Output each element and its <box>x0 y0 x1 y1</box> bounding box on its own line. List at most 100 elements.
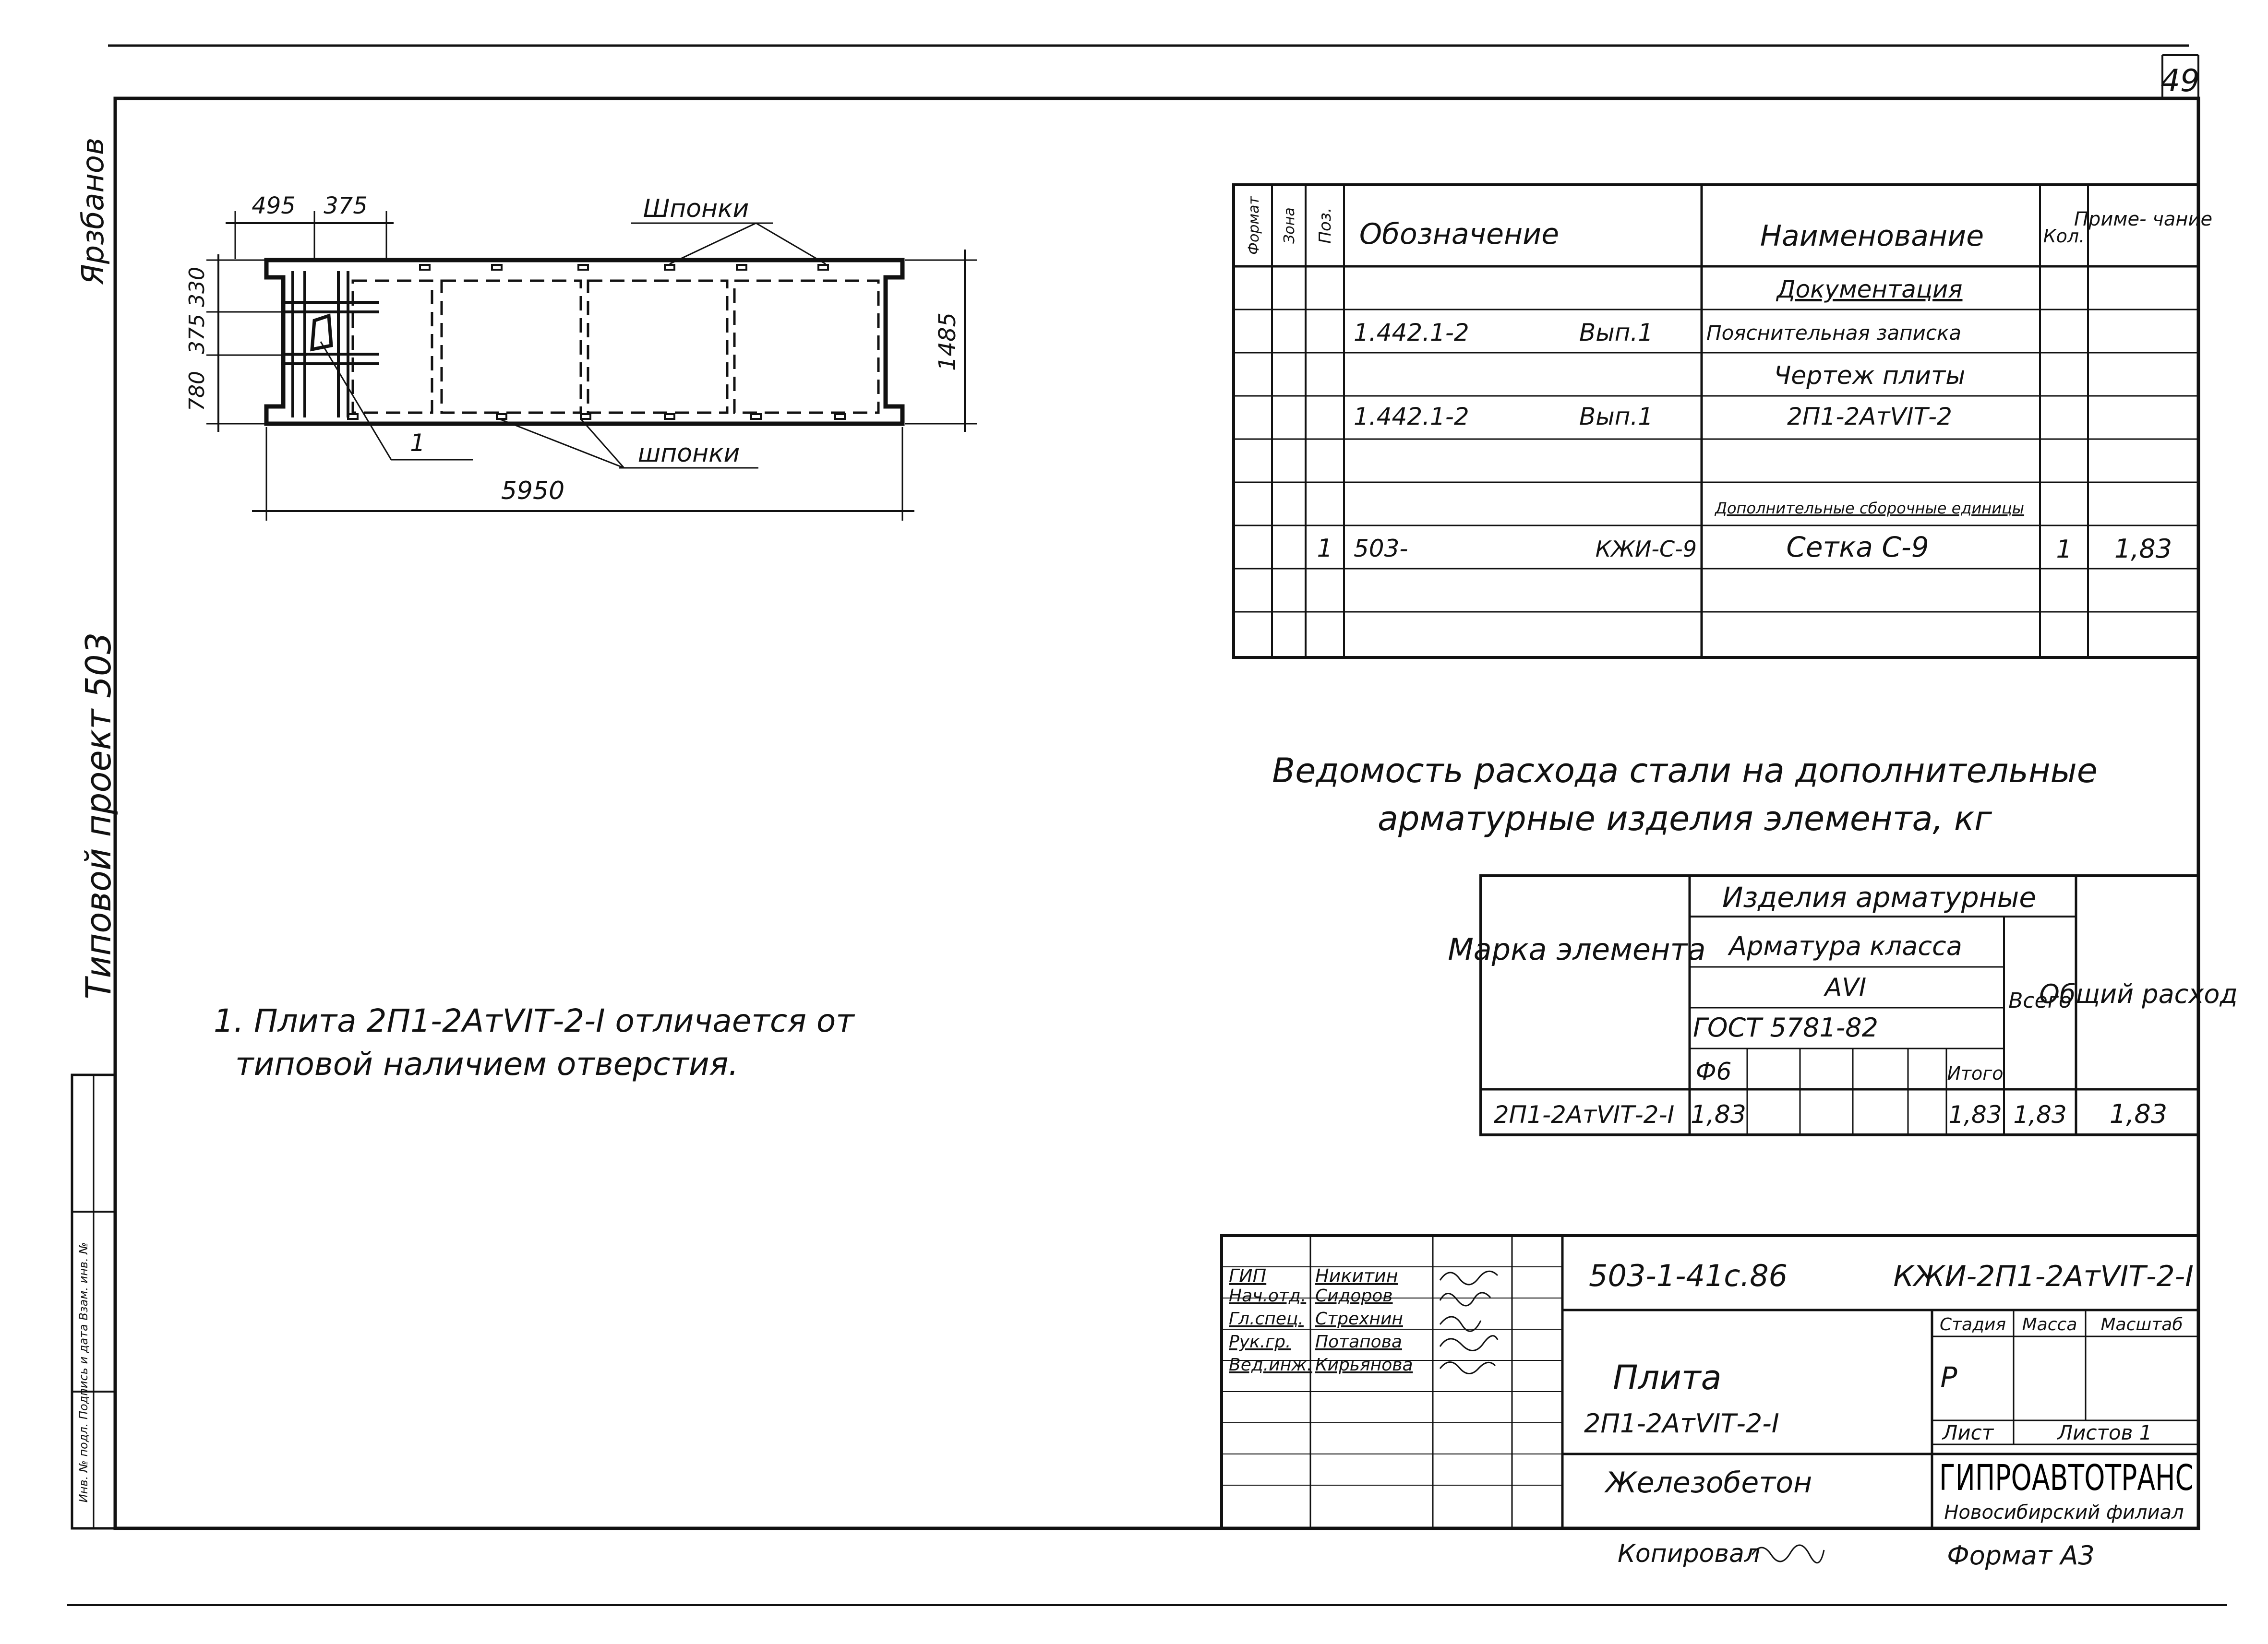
header-format: Формат <box>1246 196 1262 255</box>
col-subtotal: Итого <box>1947 1063 2003 1084</box>
col-mark: Марка элемента <box>1448 932 1705 967</box>
drawing-frame <box>113 96 2200 1530</box>
mass-label: Масса <box>2022 1315 2077 1334</box>
page-number: 49 <box>2160 63 2199 99</box>
dim-top-375: 375 <box>324 192 368 219</box>
title-role-4: Вед.инж. Кирьянова <box>1229 1355 1496 1375</box>
spec-row-2: Чертеж плиты <box>1774 361 1966 390</box>
copied-by: Копировал <box>1618 1539 1760 1568</box>
title-mark: КЖИ-2П1-2АтVIТ-2-I <box>1893 1260 2194 1293</box>
spec-row-3: 1.442.1-2 Вып.1 2П1-2АтVIТ-2 <box>1354 403 1952 430</box>
row-name: Документация <box>1776 275 1963 303</box>
col-armature: Арматура класса <box>1728 931 1962 961</box>
col-items: Изделия арматурные <box>1722 881 2036 914</box>
role-label: ГИП <box>1229 1265 1266 1287</box>
steel-row-mark: 2П1-2АтVIТ-2-I <box>1494 1101 1675 1129</box>
dim-left-375: 375 <box>185 314 209 354</box>
label-shponki-top: Шпонки <box>643 194 749 223</box>
row-designation: 1.442.1-2 <box>1354 319 1469 346</box>
org-branch: Новосибирский филиал <box>1944 1501 2184 1524</box>
dim-right-1485: 1485 <box>934 312 961 371</box>
slab-plan-drawing: 495 375 330 375 780 1485 5950 Шпонки шпо… <box>185 192 977 521</box>
row-designation: 1.442.1-2 <box>1354 403 1469 430</box>
steel-row-total: 1,83 <box>2013 1101 2066 1129</box>
col-d6: Ф6 <box>1696 1058 1732 1085</box>
spec-row-1: 1.442.1-2 Вып.1 Пояснительная записка <box>1354 319 1961 346</box>
spec-row-6: 1 503- КЖИ-С-9 Сетка С-9 1 1,83 <box>1317 531 2172 564</box>
role-name: Потапова <box>1315 1332 1402 1352</box>
steel-row-general: 1,83 <box>2110 1099 2167 1129</box>
left-margin-author: Ярзбанов <box>75 138 110 286</box>
title-role-3: Рук.гр. Потапова <box>1229 1332 1499 1352</box>
title-role-2: Гл.спец. Стрехнин <box>1229 1309 1482 1332</box>
role-label: Нач.отд. <box>1229 1286 1306 1306</box>
row-pos: 1 <box>1317 534 1332 563</box>
role-label: Рук.гр. <box>1229 1332 1291 1352</box>
steel-table: Марка элемента Изделия арматурные Армату… <box>1448 874 2238 1136</box>
spec-row-0: Документация <box>1776 275 1963 303</box>
title-material: Железобетон <box>1604 1466 1812 1500</box>
dim-left-780: 780 <box>185 371 209 411</box>
row-qty: 1 <box>2056 535 2072 564</box>
note-line1: 1. Плита 2П1-2АтVIТ-2-I отличается от <box>214 1002 855 1039</box>
title-name-line2: 2П1-2АтVIТ-2-I <box>1584 1408 1779 1439</box>
format-label: Формат А3 <box>1947 1540 2095 1571</box>
scale-label: Масштаб <box>2100 1315 2183 1334</box>
header-note: Приме- чание <box>2074 208 2212 230</box>
title-block: ГИП Никитин Нач.отд. Сидоров Гл.спец. Ст… <box>1220 1234 2200 1530</box>
copied-by-signature <box>1751 1544 1825 1564</box>
row-designation-b: КЖИ-С-9 <box>1596 536 1697 562</box>
row-name: Сетка С-9 <box>1786 531 1929 563</box>
signature <box>1439 1335 1499 1351</box>
signature <box>1439 1316 1482 1332</box>
row-designation-b: Вып.1 <box>1579 319 1653 346</box>
steel-row-d6: 1,83 <box>1691 1100 1746 1129</box>
label-pos-1: 1 <box>410 429 425 457</box>
header-designation: Обозначение <box>1359 217 1559 251</box>
sheet-label: Лист <box>1942 1421 1994 1444</box>
steel-title-line1: Ведомость расхода стали на дополнительны… <box>1272 751 2098 790</box>
col-general: Общий расход <box>2039 979 2237 1009</box>
left-stamp-text: Инв. № подл. Подпись и дата Взам. инв. № <box>77 1242 90 1503</box>
title-role-0: ГИП Никитин <box>1229 1265 1499 1287</box>
row-note: 1,83 <box>2114 534 2172 564</box>
col-total: Всего <box>2008 989 2071 1013</box>
steel-row: 2П1-2АтVIТ-2-I 1,83 1,83 1,83 1,83 <box>1494 1099 2167 1129</box>
dim-left-330: 330 <box>185 267 209 307</box>
org-name: ГИПРОАВТОТРАНС <box>1939 1457 2194 1499</box>
steel-row-subtotal: 1,83 <box>1948 1101 2002 1129</box>
signature <box>1439 1292 1491 1307</box>
role-name: Сидоров <box>1315 1286 1393 1306</box>
role-name: Стрехнин <box>1315 1309 1403 1329</box>
sheets-label: Листов 1 <box>2057 1421 2152 1444</box>
title-code: 503-1-41с.86 <box>1589 1258 1788 1293</box>
header-qty: Кол. <box>2043 226 2085 247</box>
row-name: Чертеж плиты <box>1774 361 1966 390</box>
header-pos: Поз. <box>1316 207 1335 243</box>
signature <box>1439 1361 1496 1374</box>
role-label: Гл.спец. <box>1229 1309 1304 1329</box>
note-line2: типовой наличием отверстия. <box>235 1046 739 1083</box>
col-class: АVI <box>1824 973 1866 1002</box>
row-designation: 503- <box>1354 535 1408 562</box>
spec-row-5: Дополнительные сборочные единицы <box>1714 499 2024 517</box>
col-gost: ГОСТ 5781-82 <box>1693 1013 1878 1043</box>
dim-bottom-5950: 5950 <box>501 477 564 505</box>
specification-table: Формат Зона Поз. Обозначение Наименовани… <box>1232 183 2212 659</box>
signature <box>1439 1270 1499 1286</box>
left-stamp: Инв. № подл. Подпись и дата Взам. инв. № <box>71 1073 117 1530</box>
row-name: Пояснительная записка <box>1706 321 1961 345</box>
stage-value: Р <box>1941 1361 1957 1394</box>
stage-label: Стадия <box>1940 1315 2006 1334</box>
steel-title-line2: арматурные изделия элемента, кг <box>1378 799 1992 838</box>
header-zone: Зона <box>1281 207 1298 244</box>
row-name: 2П1-2АтVIТ-2 <box>1787 403 1952 430</box>
role-label: Вед.инж. <box>1229 1355 1312 1375</box>
left-margin-project-title: Типовой проект 503 <box>78 632 119 1000</box>
row-designation-b: Вып.1 <box>1579 403 1653 430</box>
role-name: Никитин <box>1315 1265 1398 1287</box>
title-name-line1: Плита <box>1613 1358 1722 1397</box>
title-role-1: Нач.отд. Сидоров <box>1229 1286 1491 1307</box>
header-name: Наименование <box>1760 219 1984 253</box>
